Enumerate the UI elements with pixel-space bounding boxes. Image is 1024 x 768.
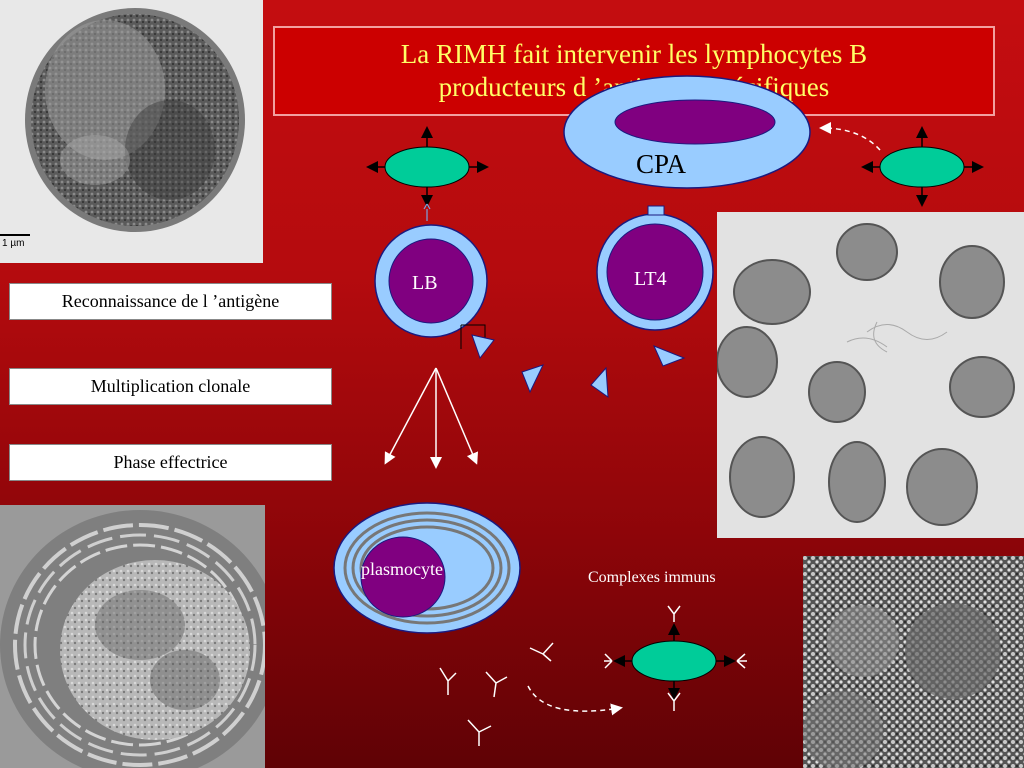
- micrograph-immune-complexes: [803, 556, 1024, 768]
- antigen-fragment: [590, 366, 609, 399]
- immune-complex: [604, 605, 747, 711]
- antibodies: [439, 642, 554, 746]
- dashed-arrow-to-complex: [527, 685, 623, 716]
- antigen-fragment: [521, 364, 544, 394]
- slide-title: La RIMH fait intervenir les lymphocytes …: [273, 26, 995, 116]
- clonal-arrows: [384, 367, 478, 469]
- lb-cell: [374, 224, 495, 360]
- cpa-cell: [563, 75, 811, 189]
- antigen-fragment: [653, 345, 686, 367]
- cpa-label: CPA: [636, 149, 687, 179]
- lt4-cell: [596, 205, 714, 331]
- plasmocyte-cell: [333, 502, 521, 634]
- lt4-label: LT4: [634, 268, 667, 290]
- micrograph-lymphocyte: 1 µm: [0, 0, 263, 263]
- antigen-right: [861, 126, 984, 207]
- dashed-arrow-to-cpa: [819, 122, 881, 151]
- plasmocyte-label: plasmocyte: [361, 559, 443, 579]
- scale-bar: [0, 234, 30, 236]
- slide-title-line-1: La RIMH fait intervenir les lymphocytes …: [400, 39, 868, 69]
- step-clonal-multiplication: Multiplication clonale: [9, 368, 332, 405]
- micrograph-cell-cluster: [717, 212, 1024, 538]
- scale-bar-label: 1 µm: [2, 238, 25, 249]
- lb-label: LB: [412, 272, 438, 294]
- micrograph-plasmocyte: [0, 505, 265, 768]
- antigen-left: [366, 126, 489, 221]
- step-effector-phase: Phase effectrice: [9, 444, 332, 481]
- step-recognition: Reconnaissance de l ’antigène: [9, 283, 332, 320]
- complexes-immuns-label: Complexes immuns: [588, 569, 716, 586]
